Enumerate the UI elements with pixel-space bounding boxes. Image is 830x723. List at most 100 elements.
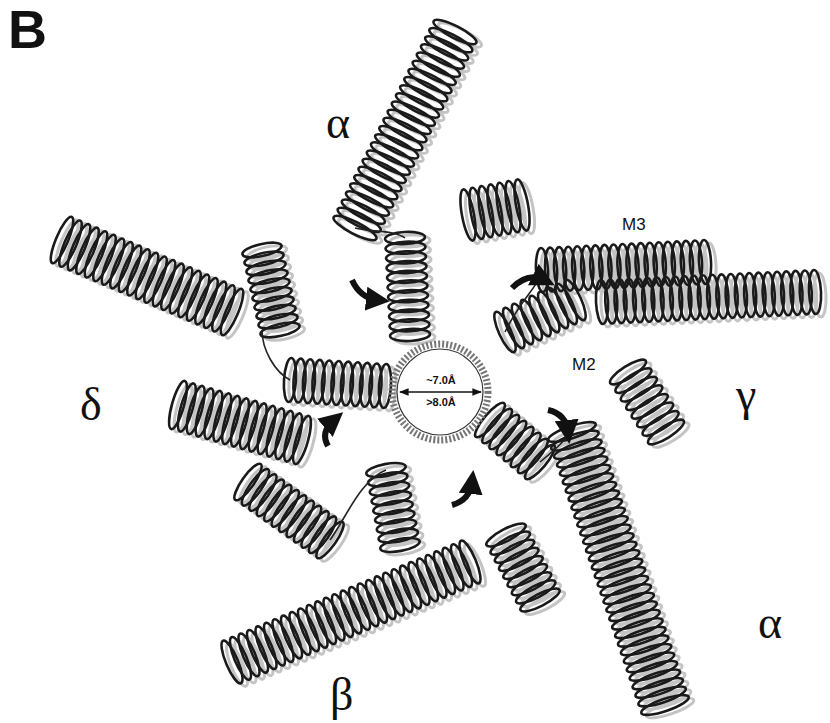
- subunit-label: α: [326, 100, 350, 146]
- rotation-arrow: [325, 420, 334, 446]
- helix-turn: [390, 328, 431, 342]
- helix-turn: [484, 519, 529, 550]
- helix-turn: [290, 503, 325, 546]
- rotation-arrow: [548, 410, 568, 432]
- helix-turn: [607, 356, 649, 389]
- helix-turn: [507, 429, 544, 470]
- helix-turn: [381, 114, 429, 147]
- helix-turn: [410, 57, 458, 90]
- helix-turn: [374, 507, 416, 526]
- helix-turn: [238, 466, 273, 509]
- panel-letter: B: [8, 2, 47, 56]
- pore-diameter: ~7.0Å: [425, 375, 457, 386]
- helix-turn: [629, 390, 671, 423]
- helix-turn: [488, 528, 533, 559]
- helix-turn: [72, 225, 103, 276]
- helix-turn: [132, 251, 163, 302]
- helix-turn: [157, 261, 188, 312]
- helix-group: [47, 16, 822, 719]
- helix-turn: [245, 471, 280, 514]
- helix-turn: [259, 320, 301, 340]
- helix-turn: [255, 302, 297, 322]
- helix-turn: [373, 130, 421, 163]
- helix-turn: [500, 423, 537, 464]
- helix-turn: [456, 538, 485, 585]
- helix-turn: [518, 584, 563, 615]
- subunit-label: δ: [80, 382, 102, 428]
- helix-turn: [247, 266, 289, 286]
- helix-turn: [501, 552, 546, 583]
- helix-turn: [560, 277, 589, 322]
- helix-turn: [623, 381, 665, 414]
- helix-turn: [496, 544, 541, 575]
- helix-turn: [393, 89, 441, 122]
- helix-turn: [514, 435, 551, 476]
- helix-turn: [513, 576, 558, 607]
- helix-turn: [385, 106, 433, 139]
- helix-turn: [618, 373, 660, 406]
- helix-turn: [493, 417, 530, 458]
- helix-turn: [418, 40, 466, 73]
- helix-turn: [98, 236, 129, 287]
- pore-lumen: [397, 349, 483, 435]
- helix-turn: [208, 283, 239, 334]
- helix-turn: [149, 258, 180, 309]
- rotation-arrow: [452, 482, 472, 505]
- helix-turn: [348, 179, 396, 212]
- helix-turn: [377, 122, 425, 155]
- helix-turn: [364, 146, 412, 179]
- helix-turn: [297, 508, 332, 551]
- helix-turn: [360, 155, 408, 188]
- helix-turn: [166, 265, 197, 316]
- helix-turn: [339, 195, 387, 228]
- rotation-arrow: [352, 280, 378, 300]
- helix-turn: [289, 414, 314, 465]
- helix-turn: [369, 479, 411, 498]
- rotation-arrow: [512, 277, 544, 288]
- helix-turn: [639, 691, 690, 718]
- helix-turn: [370, 489, 412, 508]
- helix-turn: [183, 272, 214, 323]
- loop-line: [330, 470, 386, 540]
- helix-label: M3: [622, 216, 646, 233]
- helix-turn: [174, 269, 205, 320]
- helix-turn: [486, 411, 523, 452]
- helix-turn: [230, 461, 265, 504]
- helix-turn: [243, 249, 285, 269]
- helix-turn: [64, 222, 95, 273]
- helix-turn: [115, 243, 146, 294]
- helix-turn: [343, 187, 391, 220]
- helix-turn: [511, 178, 532, 231]
- helix-turn: [47, 215, 78, 266]
- helix-turn: [640, 407, 682, 440]
- helix-turn: [377, 526, 419, 545]
- helix-turn: [612, 364, 654, 397]
- helix-turn: [217, 287, 248, 338]
- helix-turn: [398, 81, 446, 114]
- helix-turn: [253, 476, 288, 519]
- helix-turn: [245, 258, 287, 278]
- helix-turn: [368, 138, 416, 171]
- helix-turn: [275, 492, 310, 535]
- helix-turn: [257, 311, 299, 331]
- helix-turn: [505, 560, 550, 591]
- helix-turn: [305, 513, 340, 556]
- helix-turn: [251, 284, 293, 304]
- helix-shadow: [52, 19, 827, 722]
- helix-turn: [123, 247, 154, 298]
- helix-turn: [200, 279, 231, 330]
- helix-turn: [389, 97, 437, 130]
- subunit-label: γ: [736, 372, 756, 418]
- loop-line: [540, 432, 572, 462]
- helix-turn: [402, 73, 450, 106]
- pore-ring: [392, 344, 488, 440]
- helix-turn: [436, 19, 484, 52]
- helix-turn: [376, 517, 418, 536]
- helix-turn: [406, 65, 454, 98]
- helix-turn: [283, 497, 318, 540]
- helix-turn: [89, 233, 120, 284]
- helix-turn: [509, 568, 554, 599]
- helix-turn: [372, 498, 414, 517]
